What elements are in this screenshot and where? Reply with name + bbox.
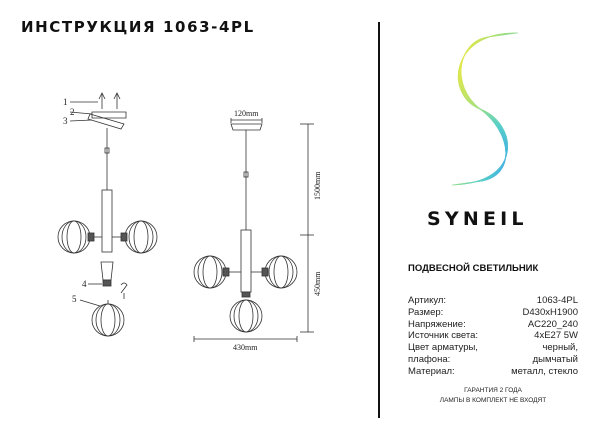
callout-2: 2: [70, 107, 75, 117]
logo-stroke: [460, 36, 507, 182]
dim-top-width: 120mm: [234, 109, 259, 118]
assembled-view: [193, 118, 314, 342]
logo-stroke: [459, 35, 507, 183]
logo-stroke: [459, 35, 507, 183]
spec-label: Размер:: [408, 306, 444, 318]
logo-stroke: [459, 35, 507, 183]
logo-stroke: [459, 34, 508, 184]
spec-label: Материал:: [408, 365, 455, 377]
spec-value: 1063-4PL: [536, 295, 578, 306]
spec-value: черный, дымчатый: [532, 342, 578, 365]
spec-value: 4xE27 5W: [534, 330, 578, 342]
spec-row-light-source: Источник света: 4xE27 5W: [408, 330, 578, 342]
logo-stroke: [460, 36, 507, 182]
logo-stroke: [458, 33, 509, 185]
footer-notes: ГАРАНТИЯ 2 ГОДА ЛАМПЫ В КОМПЛЕКТ НЕ ВХОД…: [408, 386, 578, 406]
dim-total-width: 430mm: [233, 343, 258, 352]
spec-value: D430xH1900: [522, 306, 578, 318]
vertical-divider: [378, 22, 380, 418]
logo-stroke: [460, 36, 507, 182]
logo-stroke: [460, 36, 507, 182]
spec-row-article: Артикул: 1063-4PL: [408, 295, 578, 307]
brand-logo-icon: [451, 32, 519, 186]
logo-stroke: [459, 35, 507, 183]
warranty-note: ГАРАНТИЯ 2 ГОДА: [464, 387, 522, 394]
document-title: ИНСТРУКЦИЯ 1063-4PL: [21, 18, 255, 36]
logo-stroke: [459, 34, 507, 184]
spec-value: AC220_240: [527, 318, 578, 330]
spec-row-voltage: Напряжение: AC220_240: [408, 319, 578, 331]
logo-stroke: [460, 36, 507, 182]
logo-stroke: [459, 34, 507, 184]
bulbs-note: ЛАМПЫ В КОМПЛЕКТ НЕ ВХОДЯТ: [439, 397, 547, 404]
spec-label: Цвет арматуры, плафона:: [408, 342, 478, 365]
callout-1: 1: [63, 97, 68, 107]
logo-stroke: [458, 33, 511, 185]
logo-stroke: [458, 33, 510, 185]
product-type: ПОДВЕСНОЙ СВЕТИЛЬНИК: [408, 263, 539, 274]
logo-stroke: [453, 32, 517, 186]
spec-row-material: Материал: металл, стекло: [408, 366, 578, 378]
logo-stroke: [459, 34, 508, 184]
spec-value: металл, стекло: [511, 365, 578, 377]
logo-stroke: [459, 34, 507, 184]
spec-label: Артикул:: [408, 295, 447, 306]
spec-row-color: Цвет арматуры, плафона: черный, дымчатый: [408, 342, 578, 366]
callout-4: 4: [82, 279, 87, 289]
spec-label: Источник света:: [408, 330, 479, 342]
logo-stroke: [460, 35, 507, 183]
logo-stroke: [460, 35, 507, 183]
brand-name: SYNEIL: [427, 208, 528, 230]
logo-stroke: [451, 32, 519, 186]
spec-list: Артикул: 1063-4PL Размер: D430xH1900 Нап…: [408, 295, 578, 378]
logo-stroke: [459, 34, 508, 184]
dim-body-height: 450mm: [313, 271, 322, 296]
logo-stroke: [454, 32, 516, 186]
dim-cable-length: 1500mm: [313, 171, 322, 200]
exploded-view: [57, 92, 158, 337]
callout-3: 3: [63, 116, 68, 126]
callout-5: 5: [72, 294, 77, 304]
spec-row-size: Размер: D430xH1900: [408, 307, 578, 319]
spec-label: Напряжение:: [408, 318, 466, 330]
